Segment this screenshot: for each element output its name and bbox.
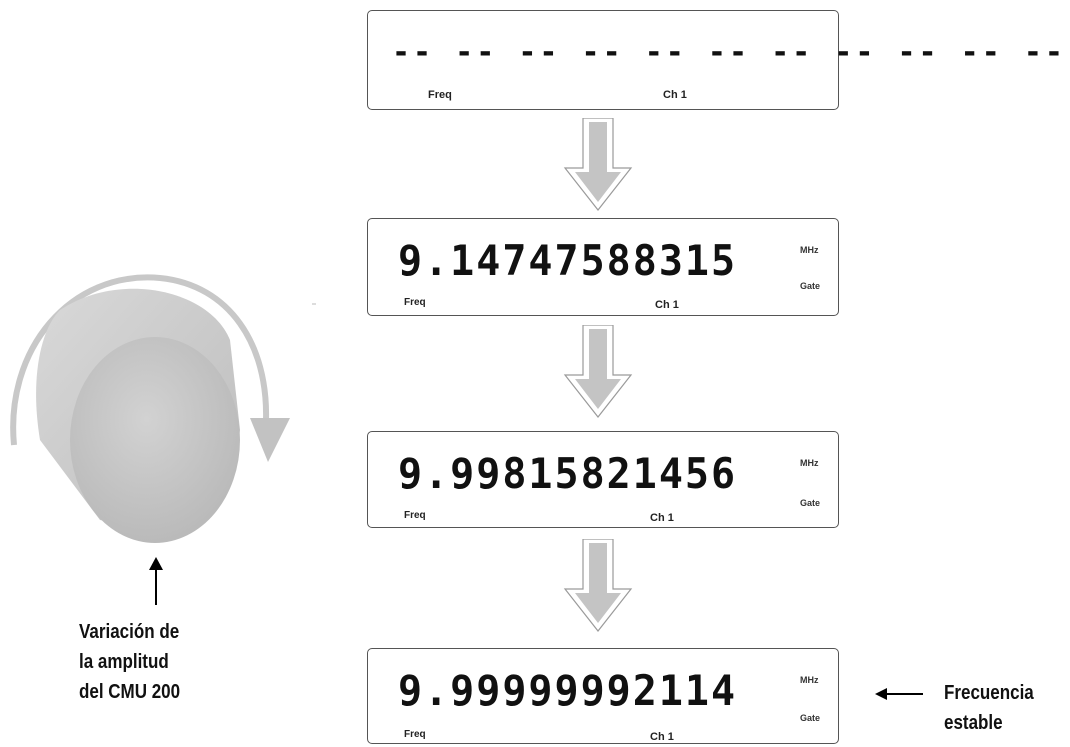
frequency-display-3: 9.99815821456 MHz Gate Freq Ch 1 — [367, 431, 839, 528]
knob-caption-line1: Variación de — [79, 621, 180, 643]
rotation-arc — [10, 274, 270, 446]
display-value: 9.14747588315 — [398, 237, 738, 286]
channel-label: Ch 1 — [655, 299, 679, 311]
display-value: -- -- -- -- -- -- -- -- -- -- -- — [392, 35, 1066, 70]
frequency-display-2: 9.14747588315 MHz Gate Freq Ch 1 — [367, 218, 839, 316]
freq-label: Freq — [428, 89, 452, 101]
gate-label: Gate — [800, 713, 821, 723]
knob-face — [70, 337, 240, 543]
unit-label: MHz — [800, 458, 819, 468]
stable-caption: Frecuencia estable — [944, 678, 1034, 738]
gate-label: Gate — [800, 281, 821, 291]
channel-label: Ch 1 — [650, 731, 674, 743]
channel-label: Ch 1 — [650, 512, 674, 524]
freq-label: Freq — [404, 510, 426, 521]
display-value: 9.99815821456 — [398, 450, 738, 499]
gate-label: Gate — [800, 498, 821, 508]
display-value: 9.99999992114 — [398, 667, 738, 716]
frequency-display-4: 9.99999992114 MHz Gate Freq Ch 1 — [367, 648, 839, 744]
down-arrow-icon — [563, 118, 633, 211]
frequency-display-1: -- -- -- -- -- -- -- -- -- -- -- Freq Ch… — [367, 10, 1063, 110]
down-arrow-icon — [563, 539, 633, 632]
unit-label: MHz — [800, 675, 819, 685]
knob-caption-line3: del CMU 200 — [79, 681, 181, 703]
channel-label: Ch 1 — [663, 89, 687, 101]
rotation-arrowhead — [250, 418, 290, 462]
knob-caption-line2: la amplitud — [79, 651, 169, 673]
down-arrow-icon — [563, 325, 633, 418]
up-arrow-icon — [149, 557, 163, 605]
freq-label: Freq — [404, 297, 426, 308]
knob-caption: Variación de la amplitud del CMU 200 — [79, 617, 180, 707]
left-arrow-icon — [875, 688, 923, 700]
stable-caption-line1: Frecuencia — [944, 682, 1034, 704]
knob-illustration — [10, 274, 316, 543]
stable-caption-line2: estable — [944, 712, 1003, 734]
freq-label: Freq — [404, 729, 426, 740]
unit-label: MHz — [800, 245, 819, 255]
